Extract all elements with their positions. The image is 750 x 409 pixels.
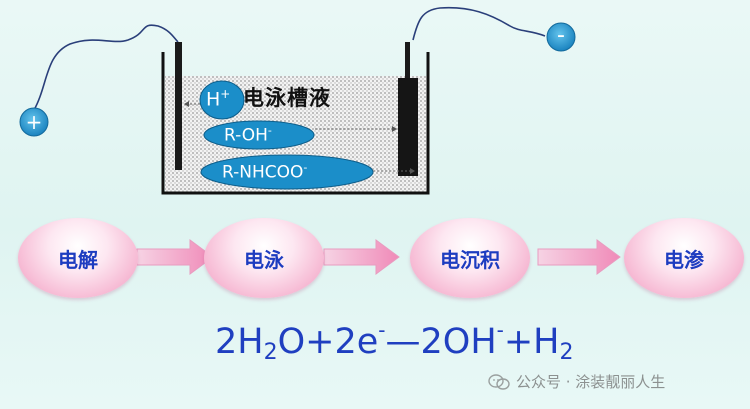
wechat-icon <box>488 374 510 390</box>
step-electroosmosis: 电渗 <box>624 218 744 298</box>
tank-walls <box>161 52 430 195</box>
roh-label: R-OH- <box>224 124 272 146</box>
process-arrow-3 <box>537 239 621 275</box>
step-label: 电沉积 <box>440 248 500 272</box>
process-arrow-1 <box>136 239 214 275</box>
h-plus-ion <box>199 80 245 120</box>
step-label: 电渗 <box>664 248 704 272</box>
cathode-plate <box>398 78 418 176</box>
anode-wire <box>33 24 179 111</box>
carbamate-ion <box>200 154 374 190</box>
cathode-wire <box>412 6 546 41</box>
roh-ion <box>203 120 315 150</box>
h-plus-label: H+ <box>206 87 231 111</box>
anode-terminal <box>19 107 49 137</box>
step-label: 电解 <box>58 248 98 272</box>
reaction-equation: 2H2O+2e-—2OH-+H2 <box>215 318 574 365</box>
step-electrophoresis: 电泳 <box>204 218 324 298</box>
step-electrolysis: 电解 <box>18 218 138 298</box>
carbamate-label: R-NHCOO- <box>222 161 308 183</box>
watermark: 公众号 · 涂装靓丽人生 <box>488 371 665 392</box>
bath-label: 电泳槽液 <box>243 86 331 110</box>
carbamate-arrowhead <box>410 168 415 174</box>
step-label: 电泳 <box>244 248 284 272</box>
cathode-sign: - <box>557 23 565 48</box>
watermark-text: 公众号 · 涂装靓丽人生 <box>516 373 666 391</box>
step-electrodeposition: 电沉积 <box>410 218 530 298</box>
cathode-electrode <box>405 42 410 82</box>
anode-sign: + <box>25 110 43 134</box>
roh-arrowhead <box>392 126 397 132</box>
process-arrow-2 <box>323 239 400 275</box>
h-plus-arrowhead <box>184 101 189 107</box>
cathode-terminal <box>546 22 576 52</box>
anode-electrode <box>175 42 182 170</box>
